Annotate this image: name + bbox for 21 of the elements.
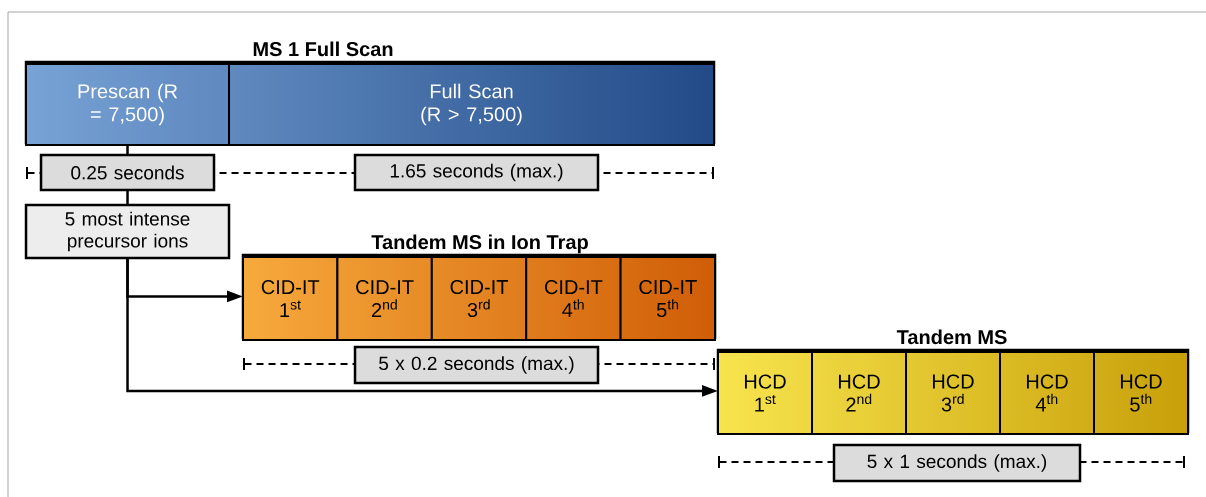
duration-box: 5 most intense precursor ions	[24, 203, 231, 260]
ion-trap-scan-cell: CID-IT 5$^{th}$	[619, 256, 716, 341]
duration-box: 5 x 1 seconds (max.)	[832, 443, 1082, 483]
hcd-scan-cell: HCD 1$^{st}$	[717, 351, 813, 435]
node-label: Tandem MS	[896, 329, 1007, 345]
duration-box: 0.25 seconds	[39, 153, 216, 192]
ion-trap-scan-cell: CID-IT 4$^{th}$	[525, 256, 622, 341]
scan-segment: Prescan (R = 7,500)	[25, 63, 230, 146]
hcd-scan-cell: HCD 3$^{rd}$	[905, 351, 1001, 435]
hcd-scan-cell: HCD 5$^{th}$	[1093, 351, 1189, 435]
node-label: Tandem MS in Ion Trap	[371, 234, 588, 254]
connector-line	[126, 190, 129, 205]
duration-box: 5 x 0.2 seconds (max.)	[353, 345, 600, 385]
ion-trap-scan-cell: CID-IT 3$^{rd}$	[430, 256, 528, 341]
hcd-scan-cell: HCD 2$^{nd}$	[811, 351, 907, 435]
connector-line	[126, 145, 129, 155]
ion-trap-scan-cell: CID-IT 2$^{nd}$	[336, 256, 433, 341]
hcd-scan-cell: HCD 4$^{th}$	[999, 351, 1095, 435]
ion-trap-scan-cell: CID-IT 1$^{st}$	[242, 256, 339, 341]
duration-box: 1.65 seconds (max.)	[353, 153, 600, 192]
node-label: MS 1 Full Scan	[253, 41, 393, 57]
